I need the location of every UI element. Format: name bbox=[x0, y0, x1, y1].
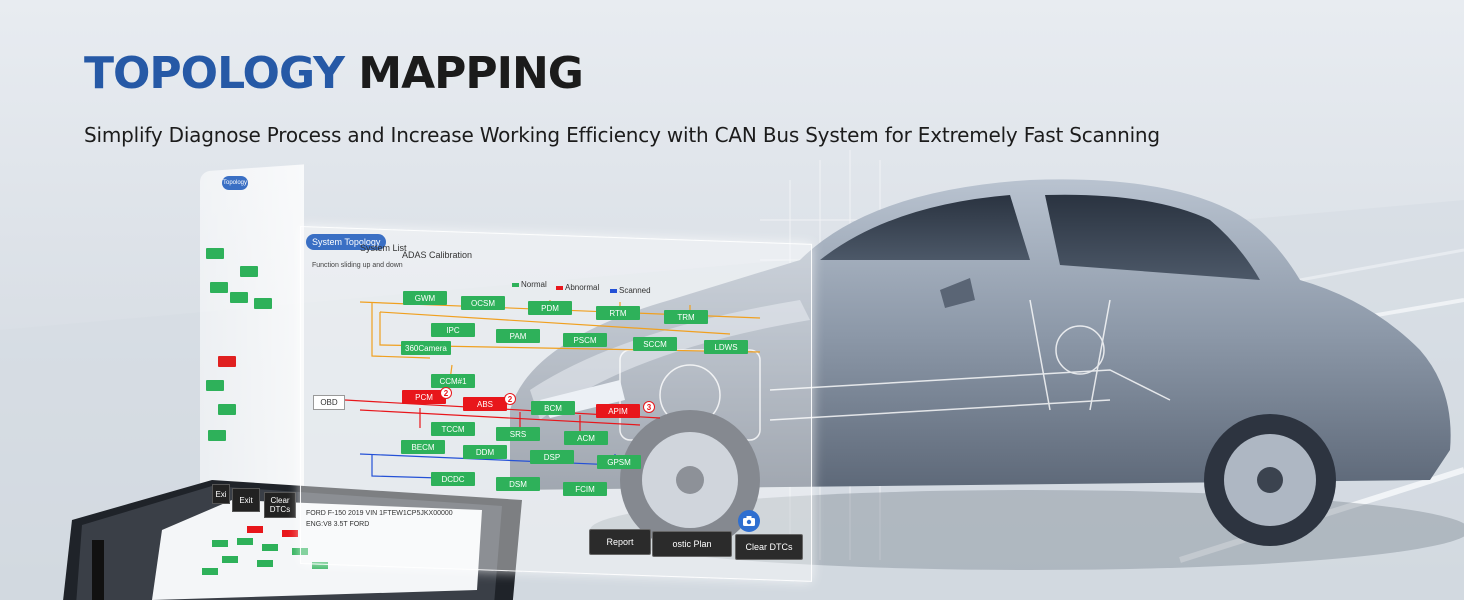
tablet-exit-button-partial[interactable]: Exi bbox=[212, 484, 230, 504]
scan-tool-tablet bbox=[63, 480, 522, 600]
obd-port: OBD bbox=[313, 395, 345, 410]
legend-label: Abnormal bbox=[565, 283, 600, 292]
left-panel-node bbox=[206, 248, 224, 259]
vehicle-info-line: FORD F-150 2019 VIN 1FTEW1CP5JKX00000 bbox=[306, 510, 453, 517]
legend-swatch-scanned bbox=[610, 288, 617, 293]
car-illustration bbox=[510, 179, 1464, 570]
page-subtitle: Simplify Diagnose Process and Increase W… bbox=[84, 123, 1160, 147]
module-node[interactable]: DDM bbox=[463, 445, 507, 459]
left-panel-node bbox=[240, 266, 258, 277]
module-node[interactable]: PAM bbox=[496, 329, 540, 343]
left-panel-node bbox=[230, 292, 248, 303]
module-node[interactable]: LDWS bbox=[704, 340, 748, 354]
module-node[interactable]: PSCM bbox=[563, 333, 607, 347]
left-panel-node-fault bbox=[218, 356, 236, 367]
tab-adas-calibration[interactable]: ADAS Calibration bbox=[402, 250, 473, 260]
module-node[interactable]: RTM bbox=[596, 306, 640, 320]
clear-dtcs-button[interactable]: Clear DTCs bbox=[735, 534, 803, 560]
module-node[interactable]: OCSM bbox=[461, 296, 505, 310]
legend-normal: Normal bbox=[512, 280, 547, 289]
legend-label: Scanned bbox=[619, 286, 651, 295]
left-panel-tab[interactable]: Topology bbox=[222, 176, 248, 190]
tab-system-list[interactable]: System List bbox=[360, 243, 407, 253]
module-node[interactable]: BECM bbox=[401, 440, 445, 454]
page-title: TOPOLOGY MAPPING bbox=[84, 48, 584, 100]
legend-swatch-abnormal bbox=[556, 285, 563, 290]
screenshot-button[interactable] bbox=[738, 510, 760, 532]
legend-scanned: Scanned bbox=[610, 286, 651, 295]
module-node[interactable]: ACM bbox=[564, 431, 608, 445]
legend-label: Normal bbox=[521, 280, 547, 289]
fault-count-badge: 3 bbox=[643, 401, 655, 413]
tablet-clear-dtcs-button[interactable]: Clear DTCs bbox=[264, 492, 296, 518]
module-node[interactable]: GPSM bbox=[597, 455, 641, 469]
fault-count-badge: 2 bbox=[504, 393, 516, 405]
left-panel-node bbox=[210, 282, 228, 293]
fault-count-badge: 2 bbox=[440, 387, 452, 399]
module-node[interactable]: PDM bbox=[528, 301, 572, 315]
module-node[interactable]: BCM bbox=[531, 401, 575, 415]
report-button[interactable]: Report bbox=[589, 529, 651, 555]
module-node[interactable]: GWM bbox=[403, 291, 447, 305]
module-node[interactable]: FCIM bbox=[563, 482, 607, 496]
module-node[interactable]: TRM bbox=[664, 310, 708, 324]
legend-swatch-normal bbox=[512, 282, 519, 287]
title-highlight: TOPOLOGY bbox=[84, 48, 345, 99]
camera-icon bbox=[743, 516, 755, 526]
left-panel-node bbox=[208, 430, 226, 441]
module-node[interactable]: 360Camera bbox=[401, 341, 451, 355]
module-node[interactable]: CCM#1 bbox=[431, 374, 475, 388]
module-node-fault[interactable]: PCM bbox=[402, 390, 446, 404]
module-node[interactable]: DSM bbox=[496, 477, 540, 491]
module-node[interactable]: DSP bbox=[530, 450, 574, 464]
module-node[interactable]: SCCM bbox=[633, 337, 677, 351]
module-node-fault[interactable]: ABS bbox=[463, 397, 507, 411]
left-panel-node bbox=[206, 380, 224, 391]
module-node[interactable]: IPC bbox=[431, 323, 475, 337]
title-main: MAPPING bbox=[358, 48, 584, 99]
diagnostic-plan-button[interactable]: ostic Plan bbox=[652, 531, 732, 557]
module-node-fault[interactable]: APIM bbox=[596, 404, 640, 418]
module-node[interactable]: DCDC bbox=[431, 472, 475, 486]
tab-system-topology[interactable]: System Topology bbox=[306, 234, 387, 250]
tablet-exit-button[interactable]: Exit bbox=[232, 488, 260, 512]
scroll-hint: Function sliding up and down bbox=[312, 262, 403, 269]
left-panel-node bbox=[254, 298, 272, 309]
module-node[interactable]: SRS bbox=[496, 427, 540, 441]
module-node[interactable]: TCCM bbox=[431, 422, 475, 436]
left-panel-node bbox=[218, 404, 236, 415]
legend-abnormal: Abnormal bbox=[556, 283, 599, 292]
vehicle-info-line: ENG:V8 3.5T FORD bbox=[306, 521, 370, 528]
